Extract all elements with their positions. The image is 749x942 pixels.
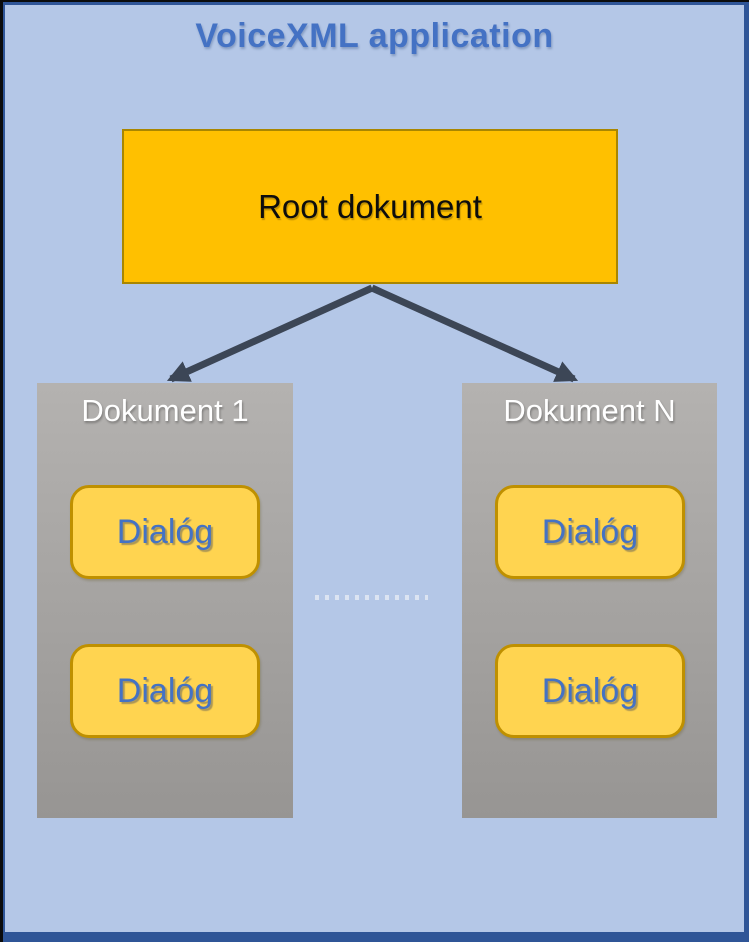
root-document-box: Root dokument [122,129,618,284]
dotted-separator [315,595,428,600]
dialog-label: Dialóg [541,512,639,551]
dialog-label: Dialóg [116,671,214,710]
document-n-label: Dokument N [503,393,676,428]
root-document-label: Root dokument [258,187,482,225]
dialog-label: Dialóg [116,512,214,551]
document-box-1: Dokument 1 Dialóg Dialóg [37,383,293,818]
arrow-to-document-1 [166,284,374,383]
dialog-box: Dialóg [70,485,260,579]
slide-canvas: VoiceXML application Root dokument Dokum… [5,5,744,932]
document-box-n: Dokument N Dialóg Dialóg [462,383,717,818]
document-1-label: Dokument 1 [81,393,249,428]
dialog-label: Dialóg [541,671,639,710]
arrow-to-document-n [370,284,579,383]
dialog-box: Dialóg [495,644,685,738]
dialog-box: Dialóg [495,485,685,579]
slide-title: VoiceXML application [195,17,554,55]
dialog-box: Dialóg [70,644,260,738]
